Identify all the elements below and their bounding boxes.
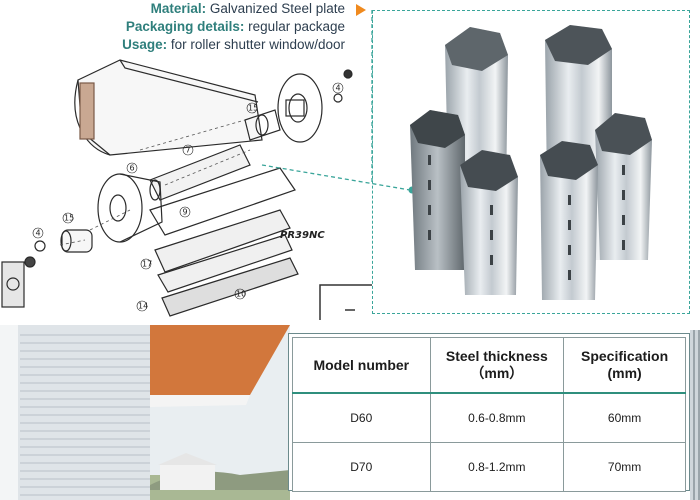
callout-label: 10 — [236, 290, 246, 299]
octagonal-tubes-photo — [410, 25, 652, 300]
spec-value: for roller shutter window/door — [170, 37, 345, 52]
callout-label: 9 — [183, 208, 188, 217]
spec-table-frame: Model number Steel thickness （mm） Specif… — [288, 333, 690, 492]
callout-label: 4 — [336, 84, 341, 93]
roller-shutter-illustration — [0, 325, 290, 500]
cell-thickness: 0.8-1.2mm — [429, 442, 565, 492]
header-model-number: Model number — [292, 337, 431, 394]
spec-key: Material — [150, 1, 202, 16]
spec-material: Material: Galvanized Steel plate — [150, 1, 345, 16]
callout-label: 6 — [130, 164, 135, 173]
callout-label: 7 — [186, 146, 191, 155]
spec-key: Usage — [122, 37, 163, 52]
callout-label: 17 — [142, 260, 152, 269]
cell-thickness: 0.6-0.8mm — [429, 392, 565, 443]
part-label: PR39NC — [280, 230, 325, 241]
table-header-row: Model number Steel thickness （mm） Specif… — [292, 337, 686, 394]
spec-table: Model number Steel thickness （mm） Specif… — [292, 337, 686, 492]
spec-packaging: Packaging details: regular package — [125, 19, 345, 34]
roller-shutter-photo — [0, 325, 290, 500]
spec-list: Material: Galvanized Steel plate Packagi… — [0, 0, 345, 54]
callout-label: 15 — [64, 214, 74, 223]
table-row: D60 0.6-0.8mm 60mm — [292, 392, 686, 443]
cell-model: D70 — [292, 442, 431, 492]
orange-arrow-icon — [356, 4, 366, 16]
table-row: D70 0.8-1.2mm 70mm — [292, 442, 686, 492]
cell-specification: 60mm — [563, 392, 686, 443]
callout-label: 4 — [36, 229, 41, 238]
callout-label: 14 — [138, 302, 148, 311]
spec-value: Galvanized Steel plate — [209, 1, 345, 16]
building-photo-edge — [690, 330, 700, 500]
cell-model: D60 — [292, 392, 431, 443]
spec-value: regular package — [248, 19, 345, 34]
callout-label: 15 — [248, 104, 258, 113]
header-steel-thickness: Steel thickness （mm） — [429, 337, 565, 394]
spec-usage: Usage: for roller shutter window/door — [122, 37, 345, 52]
exploded-diagram: 4 15 7 6 9 4 15 17 14 10 PR39NC — [1, 59, 372, 320]
spec-key: Packaging details — [125, 19, 240, 34]
cell-specification: 70mm — [563, 442, 686, 492]
header-specification: Specification (mm) — [563, 337, 686, 394]
photo-frame — [372, 10, 690, 314]
